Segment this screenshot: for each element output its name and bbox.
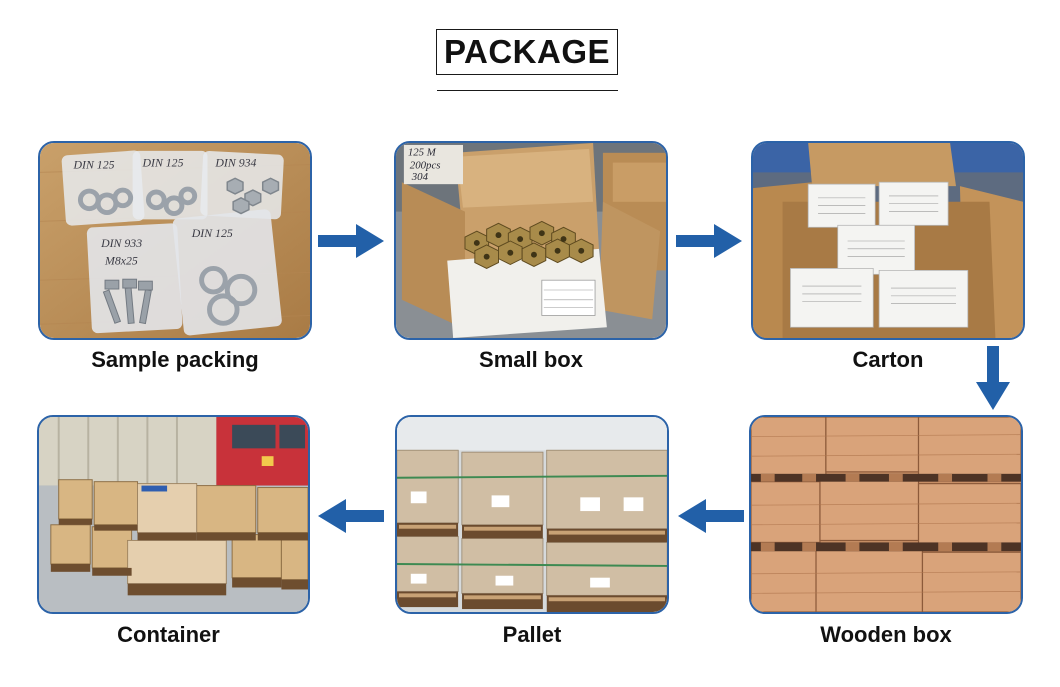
photo-carton — [751, 141, 1025, 340]
step-label-carton: Carton — [852, 347, 924, 372]
step-label-small-box: Small box — [479, 347, 583, 372]
photo-pallet — [395, 415, 669, 614]
step-label-wooden-box: Wooden box — [820, 622, 952, 647]
left-arrow — [318, 499, 384, 533]
photo-small-box: 125 M 200pcs 304 — [394, 141, 668, 340]
box-note: 125 M — [408, 147, 437, 159]
left-arrow — [678, 499, 744, 533]
bag-label: DIN 933 — [100, 236, 142, 250]
bag-label: DIN 125 — [73, 158, 115, 172]
bag-label: DIN 125 — [141, 156, 183, 170]
right-arrow — [676, 224, 742, 258]
photo-sample-packing: DIN 125 DIN 125 DIN 934 DIN 933 M8x25 DI… — [38, 141, 312, 340]
right-arrow — [318, 224, 384, 258]
box-note: 200pcs — [410, 160, 441, 172]
box-note: 304 — [411, 171, 429, 183]
bag-label: M8x25 — [104, 254, 138, 268]
step-label-container: Container — [117, 622, 220, 647]
title-underline — [437, 90, 618, 91]
down-arrow — [976, 346, 1010, 410]
bag-label: DIN 934 — [214, 156, 256, 170]
photo-wooden-box — [749, 415, 1023, 614]
step-label-pallet: Pallet — [502, 622, 562, 647]
step-label-sample-packing: Sample packing — [91, 347, 259, 372]
photo-container — [37, 415, 310, 614]
page-title: PACKAGE — [436, 29, 618, 75]
bag-label: DIN 125 — [191, 226, 233, 240]
